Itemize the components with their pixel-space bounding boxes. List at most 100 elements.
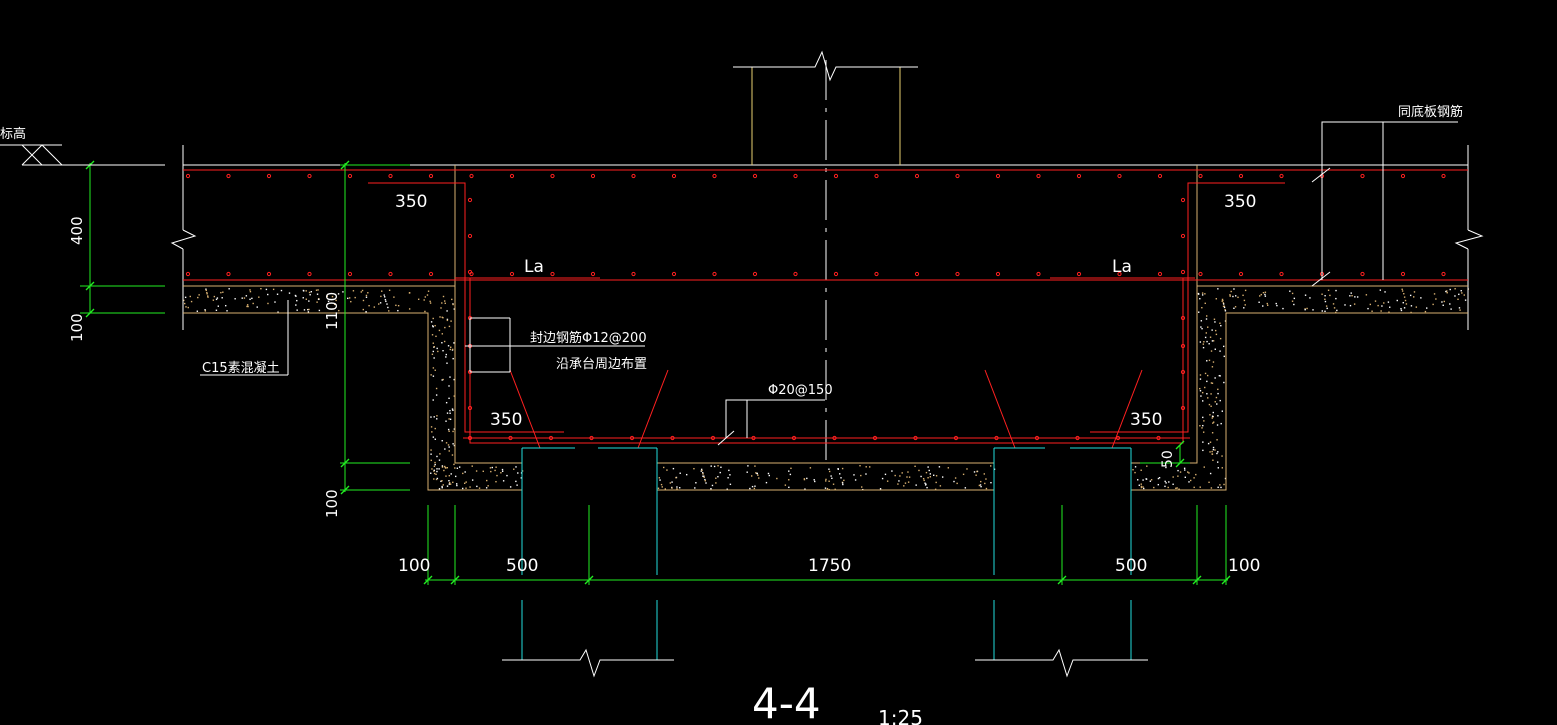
concrete-speck	[206, 291, 208, 294]
concrete-speck	[1213, 318, 1216, 320]
concrete-speck	[1222, 303, 1225, 305]
concrete-speck	[1237, 296, 1239, 299]
concrete-speck	[246, 305, 248, 308]
concrete-speck	[433, 472, 436, 475]
concrete-speck	[922, 477, 925, 480]
concrete-speck	[491, 466, 493, 469]
concrete-speck	[441, 440, 443, 442]
concrete-speck	[453, 342, 455, 344]
concrete-speck	[1410, 305, 1413, 307]
pit-inner-left	[183, 285, 522, 464]
concrete-speck	[1435, 298, 1437, 300]
rebar-dot	[955, 173, 960, 179]
concrete-speck	[1202, 441, 1204, 443]
rebar-dot	[710, 435, 716, 441]
concrete-speck	[465, 481, 467, 483]
rebar-dot	[467, 233, 473, 239]
concrete-speck	[1217, 392, 1219, 395]
concrete-speck	[1165, 482, 1167, 484]
concrete-speck	[1214, 321, 1216, 323]
concrete-speck	[1221, 467, 1224, 469]
concrete-speck	[1217, 288, 1219, 290]
concrete-speck	[347, 297, 349, 300]
concrete-speck	[431, 468, 433, 470]
concrete-speck	[216, 297, 219, 299]
concrete-speck	[1321, 293, 1323, 295]
concrete-speck	[1223, 305, 1225, 307]
concrete-speck	[243, 297, 246, 299]
concrete-speck	[454, 467, 456, 469]
concrete-speck	[1266, 302, 1268, 305]
concrete-speck	[453, 428, 456, 430]
concrete-speck	[1230, 290, 1232, 293]
concrete-speck	[976, 470, 978, 473]
concrete-speck	[432, 399, 434, 401]
concrete-speck	[853, 474, 855, 476]
concrete-speck	[1202, 449, 1204, 452]
concrete-speck	[1350, 292, 1352, 294]
concrete-speck	[436, 477, 439, 480]
concrete-speck	[1450, 308, 1452, 310]
concrete-speck	[465, 487, 467, 489]
concrete-speck	[434, 369, 436, 371]
concrete-speck	[520, 477, 523, 479]
concrete-speck	[1220, 422, 1222, 425]
concrete-speck	[1150, 479, 1153, 481]
concrete-speck	[1232, 295, 1234, 298]
concrete-speck	[1202, 424, 1204, 427]
concrete-speck	[1264, 295, 1267, 297]
concrete-speck	[806, 477, 808, 480]
concrete-speck	[1336, 309, 1338, 312]
concrete-speck	[452, 409, 454, 411]
pit-outline	[183, 165, 1468, 491]
concrete-speck	[395, 304, 397, 307]
concrete-speck	[442, 349, 444, 352]
concrete-speck	[702, 473, 704, 475]
concrete-speck	[664, 488, 667, 490]
concrete-speck	[502, 480, 505, 482]
rebar-dot	[833, 173, 839, 179]
concrete-speck	[449, 483, 452, 485]
concrete-speck	[438, 468, 440, 470]
concrete-speck	[442, 484, 444, 486]
concrete-speck	[1264, 291, 1267, 293]
concrete-speck	[672, 467, 675, 470]
concrete-speck	[1260, 293, 1262, 296]
rebar-dot	[994, 435, 999, 441]
rebar-dot	[428, 173, 434, 179]
concrete-speck	[1449, 303, 1451, 305]
rebar-dot	[307, 271, 312, 277]
concrete-speck	[373, 306, 376, 308]
concrete-speck	[925, 471, 928, 474]
concrete-speck	[317, 289, 319, 291]
concrete-speck	[442, 378, 444, 381]
concrete-speck	[861, 486, 863, 488]
concrete-speck	[751, 485, 754, 488]
concrete-speck	[1206, 393, 1208, 395]
concrete-speck	[432, 436, 435, 438]
concrete-speck	[1259, 295, 1261, 297]
concrete-speck	[1461, 292, 1463, 294]
concrete-speck	[927, 466, 929, 468]
concrete-speck	[408, 308, 411, 310]
concrete-speck	[380, 295, 382, 298]
rebar-dot	[1180, 315, 1186, 321]
concrete-speck	[185, 306, 187, 308]
concrete-speck	[441, 485, 443, 488]
concrete-speck	[308, 291, 311, 294]
concrete-speck	[1432, 303, 1434, 306]
concrete-speck	[1211, 382, 1214, 384]
concrete-speck	[246, 304, 249, 306]
concrete-speck	[368, 304, 370, 307]
dim-1100-label: 1100	[323, 292, 341, 330]
concrete-speck	[1384, 291, 1386, 293]
rebar-dot	[1156, 435, 1161, 441]
concrete-speck	[1304, 308, 1306, 311]
concrete-speck	[305, 290, 307, 292]
concrete-speck	[1202, 416, 1204, 419]
concrete-speck	[1202, 346, 1205, 349]
concrete-speck	[1199, 341, 1202, 343]
concrete-speck	[1218, 374, 1221, 377]
pile-break-right	[975, 648, 1148, 678]
concrete-speck	[702, 475, 704, 477]
